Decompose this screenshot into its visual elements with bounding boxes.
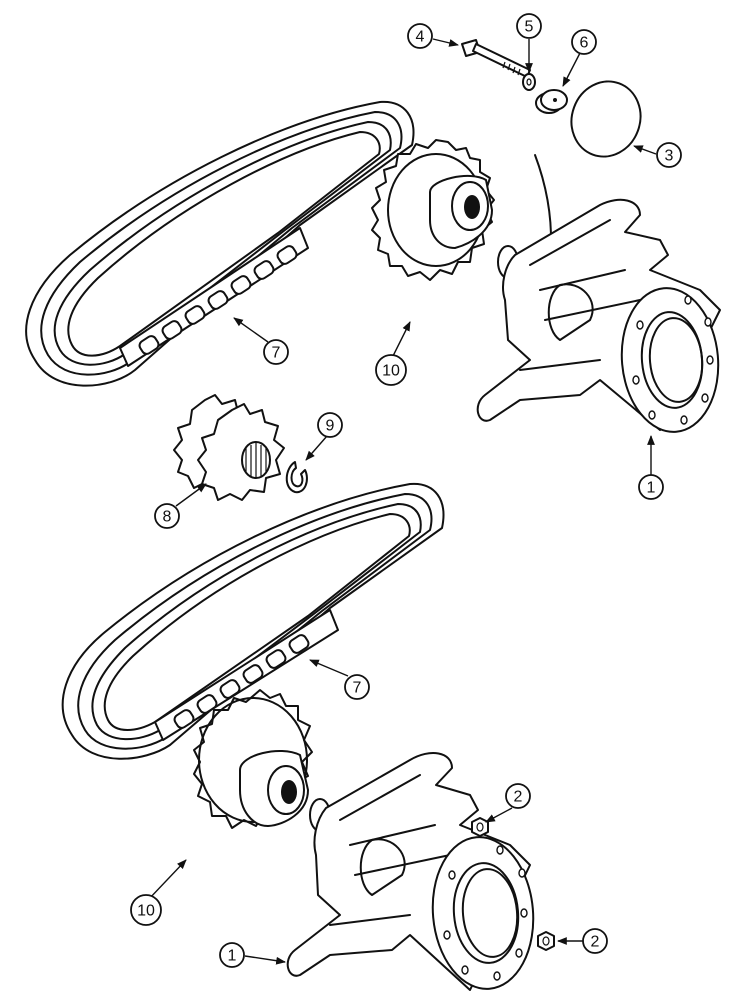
callout-8: 8: [154, 503, 180, 529]
svg-text:4: 4: [416, 29, 425, 46]
lower-chain-part: [61, 482, 445, 760]
svg-text:6: 6: [580, 35, 589, 52]
lower-hub-housing-part: [286, 752, 535, 991]
callout-10-bottom: 10: [130, 894, 162, 926]
svg-text:8: 8: [163, 509, 172, 526]
svg-text:10: 10: [382, 363, 400, 380]
svg-text:2: 2: [591, 934, 600, 951]
callout-5: 5: [516, 13, 542, 39]
svg-text:2: 2: [514, 789, 523, 806]
drive-sprocket-part: [173, 394, 285, 501]
callout-7-bottom: 7: [344, 674, 370, 700]
callout-6: 6: [571, 29, 597, 55]
svg-text:1: 1: [228, 948, 237, 965]
washer-part: [522, 73, 536, 91]
callout-9: 9: [317, 412, 343, 438]
upper-sprocket-part: [371, 139, 495, 281]
callout-1-top: 1: [638, 474, 664, 500]
lower-sprocket-part: [193, 689, 313, 829]
callout-2-upper: 2: [505, 783, 531, 809]
upper-hub-housing-part: [476, 198, 721, 433]
seal-arc: [534, 154, 553, 246]
cap-part: [535, 89, 568, 114]
callout-4: 4: [407, 23, 433, 49]
svg-text:10: 10: [137, 903, 155, 920]
cover-disc-part: [570, 80, 642, 158]
svg-text:7: 7: [353, 680, 362, 697]
snap-ring-part: [285, 461, 308, 494]
upper-nut-part: [471, 817, 489, 837]
callout-10-top: 10: [375, 354, 407, 386]
lower-nut-part: [537, 931, 555, 951]
callout-1-bottom: 1: [219, 942, 245, 968]
bolt-part: [461, 39, 531, 78]
svg-text:5: 5: [525, 19, 534, 36]
callout-7-top: 7: [263, 339, 289, 365]
svg-text:1: 1: [647, 480, 656, 497]
callout-2-lower: 2: [582, 928, 608, 954]
upper-chain-part: [25, 100, 415, 387]
svg-text:3: 3: [665, 148, 674, 165]
callout-3: 3: [656, 142, 682, 168]
svg-text:9: 9: [326, 418, 335, 435]
svg-text:7: 7: [272, 345, 281, 362]
